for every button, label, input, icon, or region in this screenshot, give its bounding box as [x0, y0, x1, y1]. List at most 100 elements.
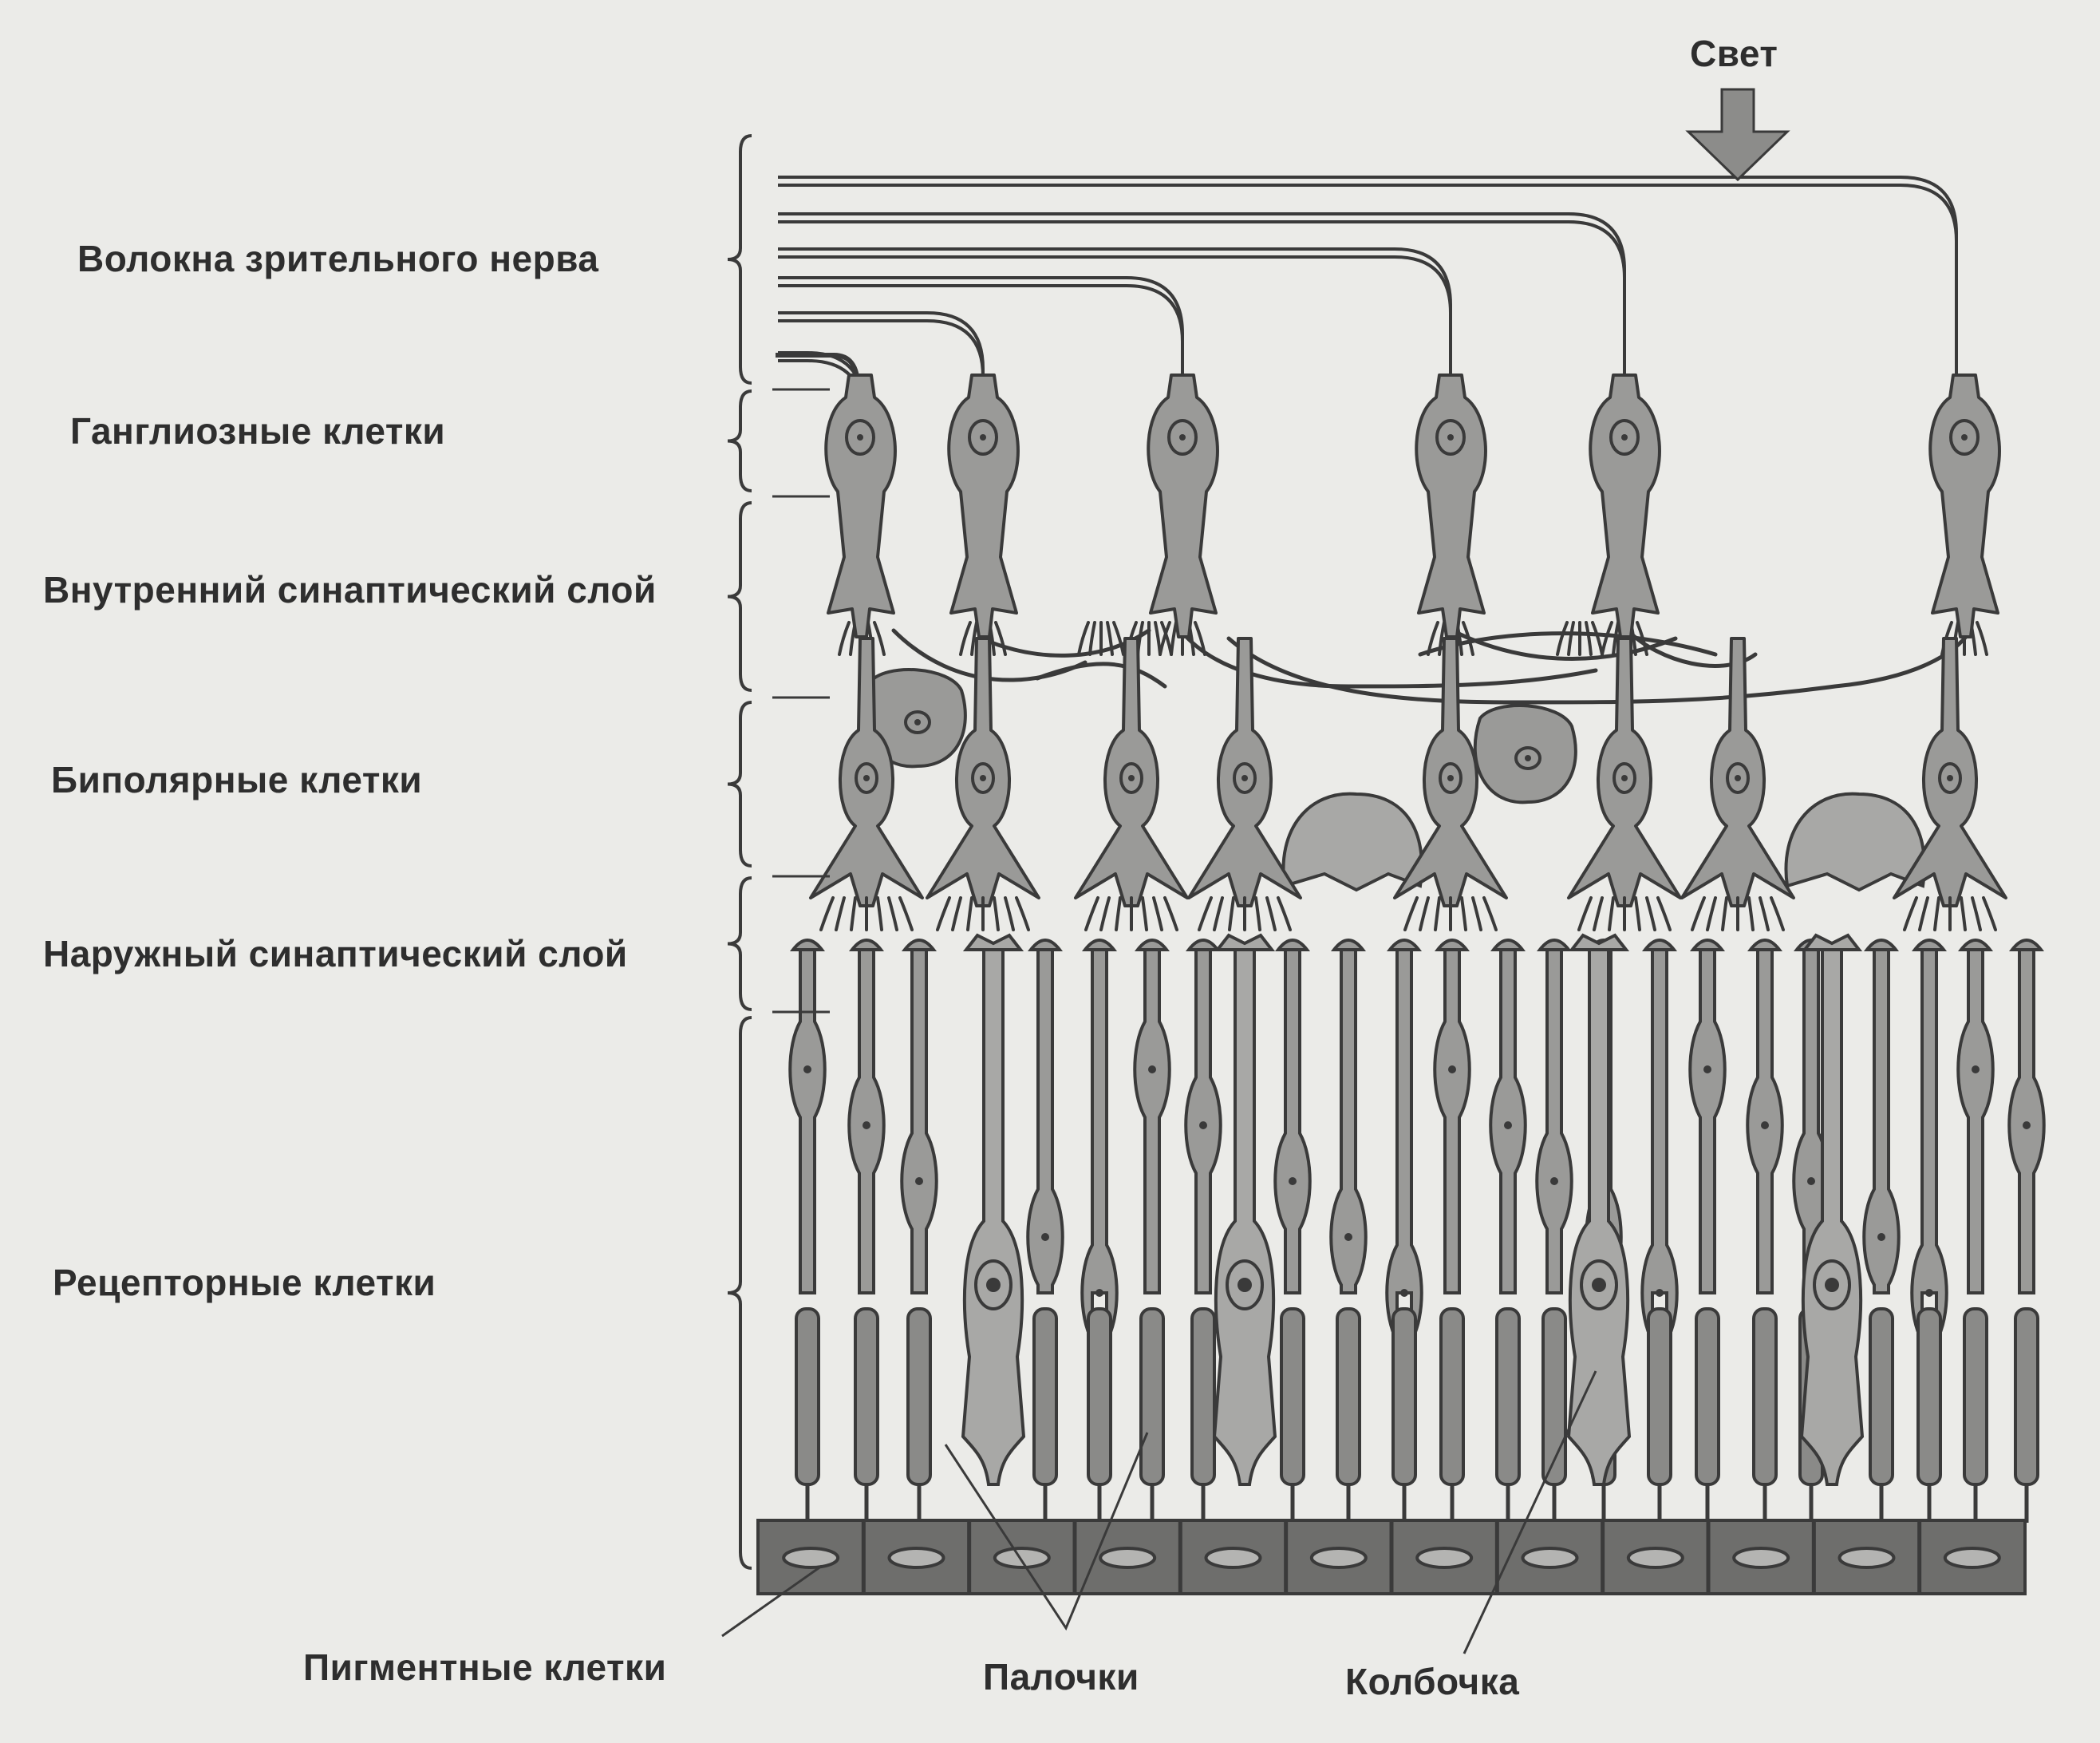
rod-outer-segment — [1439, 1307, 1465, 1486]
amacrine-cell — [1473, 704, 1577, 804]
rod-terminal — [1689, 939, 1726, 951]
rod-outer-segment — [1916, 1307, 1942, 1486]
rod-nucleus — [1148, 1065, 1156, 1073]
rod-outer-segment — [2014, 1307, 2039, 1486]
rod-outer-segment — [906, 1307, 932, 1486]
rod-nucleus — [803, 1065, 811, 1073]
rod-terminal — [1641, 939, 1678, 951]
pigment-nucleus — [1626, 1547, 1684, 1569]
light-arrow — [1685, 88, 1790, 182]
ganglion-cell — [1147, 374, 1219, 638]
bipolar-nucleus — [1233, 762, 1257, 794]
bipolar-dendrite — [850, 896, 857, 931]
rod-nucleus — [1289, 1177, 1297, 1185]
dendrite-tuft — [1154, 621, 1162, 656]
dendrite-tuft — [1077, 621, 1090, 656]
bipolar-dendrite — [1982, 896, 1997, 931]
bipolar-dendrite — [1593, 896, 1604, 931]
ganglion-cell — [824, 374, 897, 638]
bipolar-dendrite — [898, 896, 914, 931]
cone-nucleolus — [1592, 1278, 1606, 1292]
bipolar-dendrite — [1933, 896, 1940, 931]
rod-cell — [1433, 948, 1471, 1294]
cone-pedicle — [1801, 933, 1863, 951]
nerve-fiber — [778, 311, 985, 415]
bipolar-dendrite — [1084, 896, 1099, 931]
dendrite-tuft — [1088, 621, 1096, 656]
ganglion-nucleus — [1167, 419, 1198, 456]
bipolar-cell — [1074, 637, 1189, 907]
rod-cell — [788, 948, 827, 1294]
ganglion-nucleolus — [857, 434, 863, 441]
amacrine-cells — [862, 668, 1577, 804]
bipolar-cell — [809, 637, 924, 907]
rod-outer-segment — [1087, 1307, 1112, 1486]
rod-nucleus — [1199, 1121, 1207, 1129]
bipolar-nucleolus — [863, 775, 870, 781]
bipolar-dendrite — [936, 896, 951, 931]
rod-outer-segment — [1391, 1307, 1417, 1486]
rod-nucleus — [915, 1177, 923, 1185]
rod-nucleus — [862, 1121, 870, 1129]
down-arrow-icon — [1685, 88, 1790, 182]
layer-brace — [727, 701, 752, 868]
bipolar-dendrite — [1265, 896, 1277, 931]
optic-nerve-fibers-label: Волокна зрительного нерва — [77, 238, 599, 279]
rod-outer-segment — [1495, 1307, 1521, 1486]
rod-nucleus — [1550, 1177, 1558, 1185]
bipolar-cell — [1393, 637, 1508, 907]
dendrite-tuft — [1106, 621, 1114, 656]
dendrite-tuft — [1427, 621, 1439, 656]
rod-cell — [1080, 948, 1119, 1347]
pigment-nucleus — [1415, 1547, 1474, 1569]
rod-outer-segment — [1032, 1307, 1058, 1486]
horizontal-cells — [1281, 792, 1926, 892]
bipolar-dendrite — [1960, 896, 1967, 931]
bipolar-nucleus — [855, 762, 878, 794]
bipolar-dendrite — [1213, 896, 1224, 931]
bipolar-nucleolus — [1735, 775, 1741, 781]
ganglion-cell — [1415, 374, 1487, 638]
pigment-nucleus — [1838, 1547, 1896, 1569]
layer-brace — [727, 134, 752, 385]
ganglion-nucleus — [1435, 419, 1466, 456]
bipolar-dendrite — [819, 896, 835, 931]
rod-terminal — [1747, 939, 1783, 951]
pigment-nucleus — [1521, 1547, 1579, 1569]
amacrine-nucleus — [1514, 746, 1541, 770]
rod-outer-segment — [1647, 1307, 1672, 1486]
ganglion-nucleolus — [1447, 434, 1454, 441]
rod-terminal — [1957, 939, 1994, 951]
bipolar-dendrite — [1747, 896, 1755, 931]
bipolar-dendrite — [1634, 896, 1641, 931]
ganglion-cell — [947, 374, 1020, 638]
bipolar-dendrite — [1254, 896, 1261, 931]
cone-nucleus — [1226, 1259, 1264, 1310]
dendrite-tuft — [1160, 621, 1173, 656]
bipolar-nucleolus — [1241, 775, 1248, 781]
rod-outer-segment — [1190, 1307, 1216, 1486]
bipolar-dendrite — [1277, 896, 1292, 931]
rod-nucleus — [1703, 1065, 1711, 1073]
rod-nucleus — [1761, 1121, 1769, 1129]
rod-outer-segment — [795, 1307, 820, 1486]
bipolar-dendrite — [1482, 896, 1498, 931]
rod-nucleus — [1925, 1289, 1933, 1297]
bipolar-dendrite — [1971, 896, 1982, 931]
rod-terminal — [1490, 939, 1526, 951]
cone-cell — [1566, 948, 1632, 1486]
bipolar-nucleus — [1612, 762, 1636, 794]
bipolar-dendrite — [1141, 896, 1148, 931]
pigment-nucleus — [782, 1547, 840, 1569]
bipolar-cell — [926, 637, 1040, 907]
cone-cell — [961, 948, 1026, 1486]
cone-pedicle — [962, 933, 1024, 951]
pigment-cell-layer — [756, 1519, 2027, 1595]
horizontal-cell — [1784, 792, 1926, 892]
rod-terminal — [1274, 939, 1311, 951]
rod-terminal — [2008, 939, 2045, 951]
bipolar-dendrite — [993, 896, 1000, 931]
rod-cell — [1956, 948, 1995, 1294]
cone-nucleolus — [986, 1278, 1001, 1292]
